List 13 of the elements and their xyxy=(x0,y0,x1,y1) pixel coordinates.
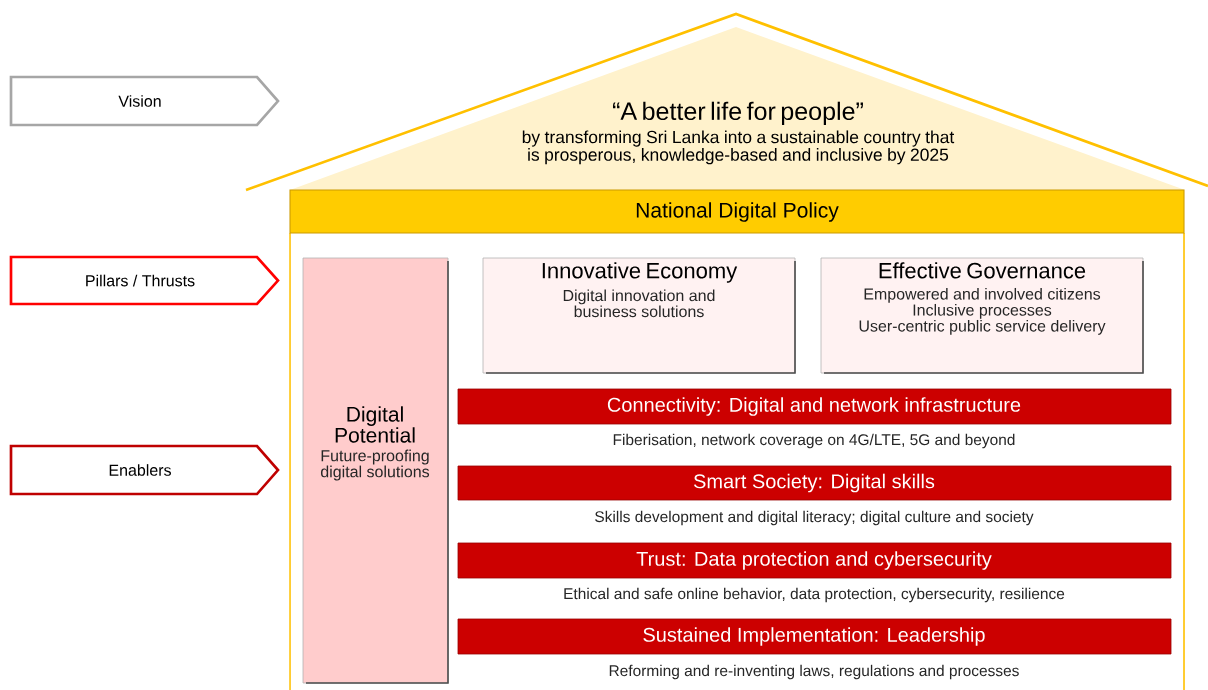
title-bar: National Digital Policy xyxy=(289,189,1185,234)
enabler-bar: Connectivity: Digital and network infrastructure xyxy=(457,388,1172,425)
description-text: Reforming and re-inventing laws, regulations and processes xyxy=(609,664,1019,680)
description-text: Skills development and digital literacy; digital culture and society xyxy=(595,510,1034,526)
description-text: Ethical and safe online behavior, data protection, cybersecurity, resilience xyxy=(564,587,1065,603)
enabler-bar: Sustained Implementation: Leadership xyxy=(457,618,1172,655)
pillar-box: Effective Governance Empowered and involved citizens Inclusive processes User-centric public service delivery xyxy=(820,257,1144,374)
pillar-box: Digital Potential Future-proofing digital solutions xyxy=(302,257,449,684)
enabler-bar: Smart Society: Digital skills xyxy=(457,465,1172,501)
roof: “A better life for people” by transforming Sri Lanka into a sustainable country that is prosperous, knowledge-based and inclusive by 2025 xyxy=(245,12,1208,192)
enabler-bar: Trust: Data protection and cybersecurity xyxy=(457,542,1172,579)
description-text: Fiberisation, network coverage on 4G/LTE, 5G and beyond xyxy=(613,433,1015,449)
pillar-box: Innovative Economy Digital innovation and business solutions xyxy=(482,257,796,374)
